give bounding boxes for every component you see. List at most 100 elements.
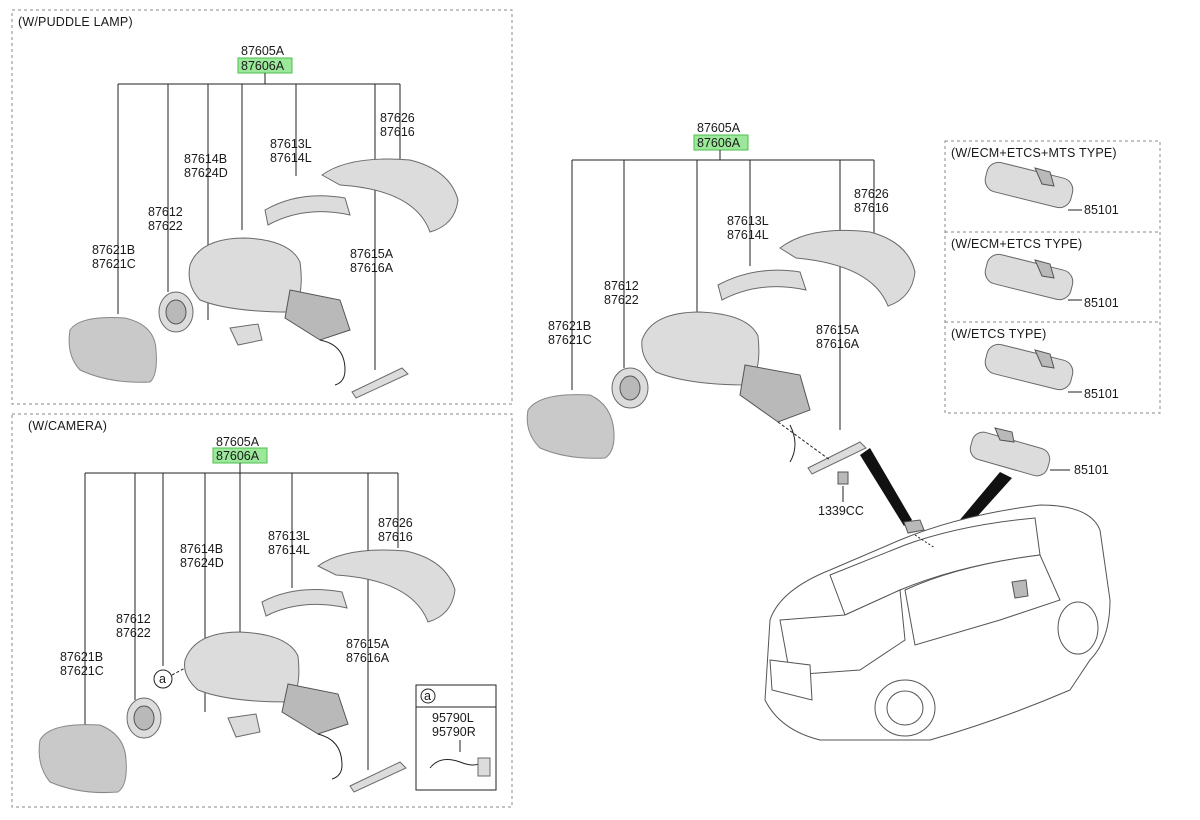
connector-icon (477, 757, 491, 777)
part-label[interactable]: 87613L (727, 214, 769, 228)
part-label[interactable]: 87616 (380, 125, 415, 139)
inside-mirror-icon (984, 161, 1074, 209)
part-label[interactable]: 87615A (350, 247, 394, 261)
part-label[interactable]: 87615A (816, 323, 860, 337)
part-code-highlighted[interactable]: 87606A (697, 136, 741, 150)
part-label[interactable]: 85101 (1084, 387, 1119, 401)
camera-harness-icon (429, 740, 483, 769)
car-side-window-icon (904, 554, 1061, 646)
part-label[interactable]: 87621C (60, 664, 104, 678)
actuator-inner-icon (165, 299, 187, 325)
inner-mirror-border (944, 140, 1161, 414)
wiring-icon (319, 339, 346, 386)
wiring-icon (789, 424, 796, 463)
part-label[interactable]: 87626 (378, 516, 413, 530)
part-label[interactable]: 87616A (816, 337, 860, 351)
part-label[interactable]: 87624D (184, 166, 228, 180)
car-taillight-icon (769, 659, 813, 701)
part-code[interactable]: 87605A (241, 44, 285, 58)
leader-lines (84, 463, 399, 770)
part-label[interactable]: 87614B (180, 542, 223, 556)
actuator-inner-icon (619, 375, 641, 401)
part-code[interactable]: 87605A (216, 435, 260, 449)
part-label[interactable]: 87621C (92, 257, 136, 271)
type-title: (W/ECM+ETCS TYPE) (951, 237, 1082, 251)
pointer-arrow-icon (860, 448, 912, 526)
leader-lines (571, 150, 875, 430)
part-label[interactable]: 85101 (1074, 463, 1109, 477)
panel-camera: (W/CAMERA) 87605A 87606A 87626 87616 876… (11, 413, 513, 808)
part-label[interactable]: 87613L (268, 529, 310, 543)
part-label[interactable]: 87622 (604, 293, 639, 307)
panel-inner-mirror: (W/ECM+ETCS+MTS TYPE) 85101 (W/ECM+ETCS … (944, 140, 1161, 414)
part-label[interactable]: 87616A (350, 261, 394, 275)
mirror-glass-icon (526, 394, 615, 459)
part-label[interactable]: 87616 (854, 201, 889, 215)
mirror-mount-icon (1034, 259, 1055, 279)
part-label[interactable]: 87621B (92, 243, 135, 257)
part-label[interactable]: 87614L (270, 151, 312, 165)
mirror-mount-icon (1034, 167, 1055, 187)
mirror-glass-icon (38, 724, 127, 794)
part-label[interactable]: 95790R (432, 725, 476, 739)
car-side-mirror-icon (1011, 579, 1029, 599)
inset-key: a (424, 689, 431, 703)
part-label[interactable]: 87622 (116, 626, 151, 640)
part-label[interactable]: 87621B (60, 650, 103, 664)
part-label[interactable]: 85101 (1084, 296, 1119, 310)
part-label[interactable]: 87622 (148, 219, 183, 233)
panel-puddle-border (11, 9, 513, 405)
mirror-cover-trim-icon (264, 195, 351, 226)
mirror-housing-icon (641, 311, 760, 386)
mirror-cover-icon (321, 158, 459, 233)
car-hub-icon (886, 690, 924, 726)
part-label[interactable]: 85101 (1084, 203, 1119, 217)
part-label[interactable]: 95790L (432, 711, 474, 725)
part-code[interactable]: 87605A (697, 121, 741, 135)
callout-letter[interactable]: a (159, 672, 166, 686)
mirror-cover-icon (779, 229, 916, 307)
panel-camera-border (11, 413, 513, 808)
mirror-glass-icon (68, 317, 157, 383)
assembly-line (777, 421, 831, 461)
part-code-highlighted[interactable]: 87606A (216, 449, 260, 463)
mirror-mount-icon (1034, 349, 1055, 369)
mirror-housing-icon (184, 631, 300, 703)
camera-module-icon (227, 713, 261, 738)
part-code-highlighted[interactable]: 87606A (241, 59, 285, 73)
part-label[interactable]: 87612 (604, 279, 639, 293)
part-label[interactable]: 87612 (148, 205, 183, 219)
part-label[interactable]: 87614L (727, 228, 769, 242)
inside-mirror-icon (984, 343, 1074, 391)
type-title: (W/ETCS TYPE) (951, 327, 1046, 341)
actuator-inner-icon (133, 705, 155, 731)
vehicle-illustration (764, 448, 1111, 741)
part-label[interactable]: 87614L (268, 543, 310, 557)
part-label[interactable]: 87614B (184, 152, 227, 166)
part-label[interactable]: 87616A (346, 651, 390, 665)
mirror-base-icon (739, 364, 811, 423)
part-label[interactable]: 87621B (548, 319, 591, 333)
callout-circle[interactable] (153, 669, 173, 689)
inset-key-circle (420, 688, 436, 704)
inside-mirror-icon (984, 253, 1074, 301)
part-label[interactable]: 87615A (346, 637, 390, 651)
standalone-inner-mirror: 85101 (969, 427, 1109, 477)
part-label[interactable]: 87621C (548, 333, 592, 347)
mirror-base-icon (284, 289, 351, 341)
part-label[interactable]: 87612 (116, 612, 151, 626)
panel-puddle-title: (W/PUDDLE LAMP) (18, 15, 133, 29)
type-title: (W/ECM+ETCS+MTS TYPE) (951, 146, 1117, 160)
part-label[interactable]: 87624D (180, 556, 224, 570)
part-label[interactable]: 87626 (854, 187, 889, 201)
mirror-housing-icon (188, 237, 302, 313)
puddle-lamp-icon (229, 323, 263, 346)
part-label[interactable]: 87626 (380, 111, 415, 125)
main-outside-mirror: 87605A 87606A 87626 87616 87613L 87614L … (526, 121, 916, 518)
car-mirror-highlight-icon (903, 519, 925, 534)
part-label[interactable]: 1339CC (818, 504, 864, 518)
side-repeater-icon (807, 441, 867, 475)
part-label[interactable]: 87616 (378, 530, 413, 544)
part-label[interactable]: 87613L (270, 137, 312, 151)
side-repeater-icon (351, 367, 409, 399)
